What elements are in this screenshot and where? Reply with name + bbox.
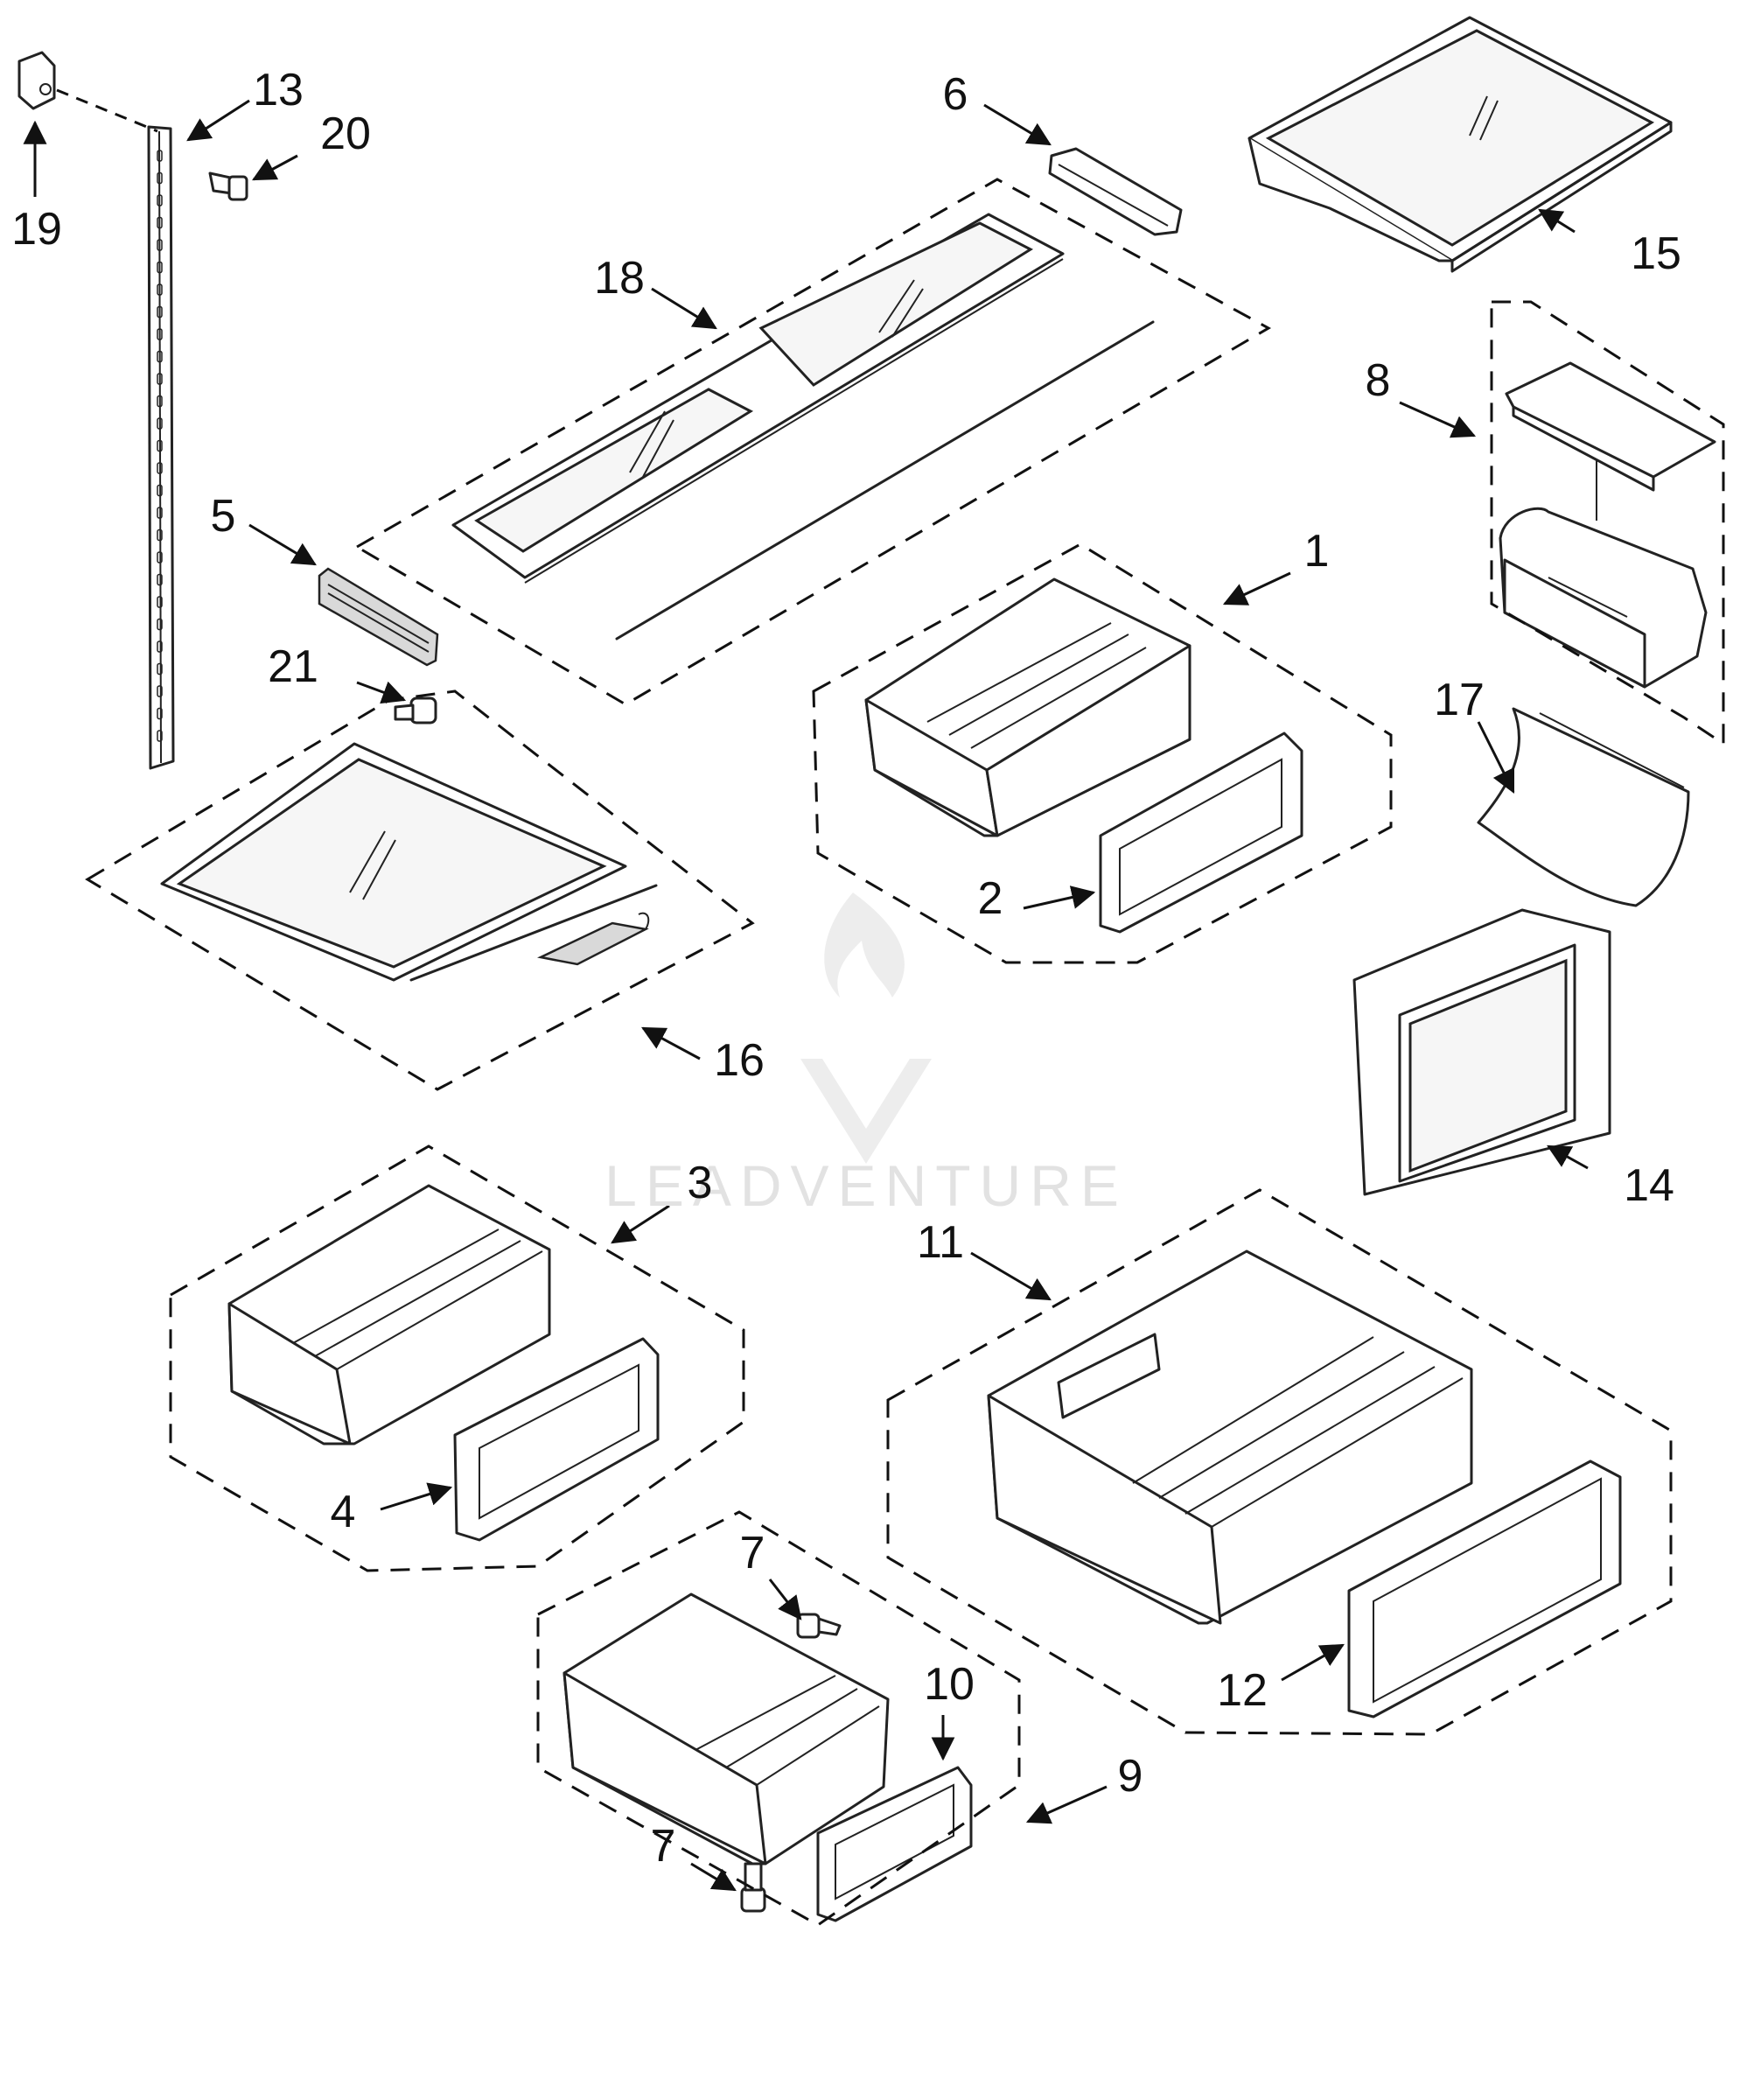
ladder-slot bbox=[157, 261, 163, 274]
ladder-slot bbox=[157, 239, 163, 251]
group-shelf-outline bbox=[85, 690, 755, 1091]
part-1-crisper bbox=[864, 578, 1191, 837]
ladder-slot bbox=[157, 439, 163, 452]
ladder-slot bbox=[157, 528, 163, 542]
ladder-slots bbox=[157, 150, 163, 742]
ladder-slot bbox=[157, 194, 163, 206]
watermark-logo bbox=[800, 892, 932, 1164]
ladder-slot bbox=[157, 305, 163, 318]
ladder-slot bbox=[157, 216, 163, 229]
ladder-slot bbox=[157, 373, 163, 385]
group-11-outline bbox=[886, 1188, 1673, 1736]
callout-11: 11 bbox=[917, 1217, 964, 1268]
leader-lines bbox=[23, 88, 1589, 1892]
ladder-slot bbox=[157, 573, 163, 586]
part-7-screw-upper bbox=[796, 1613, 842, 1639]
ladder-slot bbox=[157, 685, 163, 697]
callout-3: 3 bbox=[687, 1158, 713, 1208]
lower-glass-shelf bbox=[160, 742, 658, 982]
part-16-sensor bbox=[537, 912, 650, 966]
part-11-large-bin bbox=[987, 1250, 1473, 1625]
ladder-slot bbox=[157, 172, 163, 185]
part-10-drawer-front bbox=[816, 1766, 973, 1922]
ladder-slot bbox=[157, 284, 163, 296]
callout-7-lower: 7 bbox=[650, 1821, 676, 1872]
callout-19: 19 bbox=[11, 204, 62, 255]
callout-16: 16 bbox=[714, 1035, 765, 1086]
callout-21: 21 bbox=[268, 641, 318, 692]
callout-8: 8 bbox=[1365, 355, 1391, 406]
ladder-slot bbox=[157, 484, 163, 497]
group-8-outline bbox=[1490, 300, 1725, 746]
group-3-outline bbox=[169, 1144, 745, 1572]
callout-9: 9 bbox=[1117, 1751, 1143, 1802]
callout-14: 14 bbox=[1624, 1160, 1674, 1211]
ladder-slot bbox=[157, 395, 163, 408]
ladder-slot bbox=[157, 507, 163, 519]
part-20-screw bbox=[208, 172, 248, 201]
part-14-crisper-frame bbox=[1352, 908, 1611, 1196]
ladder-slot bbox=[157, 328, 163, 340]
part-19-end-cap bbox=[17, 51, 56, 110]
ladder-slot bbox=[157, 551, 163, 564]
part-2-drawer-front bbox=[1099, 732, 1303, 934]
callout-5: 5 bbox=[210, 491, 236, 542]
watermark-text: LEADVENTURE bbox=[604, 1153, 1128, 1218]
callout-2: 2 bbox=[977, 873, 1003, 924]
ladder-slot bbox=[157, 417, 163, 430]
ladder-slot bbox=[157, 707, 163, 720]
part-21-screw bbox=[394, 696, 437, 724]
part-8-bin bbox=[1499, 361, 1716, 689]
part-9-bin bbox=[563, 1592, 890, 1866]
group-9-outline bbox=[536, 1510, 1021, 1927]
part-4-drawer-front bbox=[453, 1337, 660, 1542]
callout-17: 17 bbox=[1434, 675, 1485, 725]
group-18-outline bbox=[354, 178, 1272, 706]
part-13-ladder-rail bbox=[147, 125, 175, 770]
callout-13: 13 bbox=[253, 65, 304, 116]
ladder-slot bbox=[157, 596, 163, 608]
ladder-slot bbox=[157, 662, 163, 676]
ladder-slot bbox=[157, 350, 163, 363]
part-18-glass-shelf bbox=[451, 213, 1155, 640]
callout-7-upper: 7 bbox=[739, 1528, 765, 1578]
ladder-slot bbox=[157, 462, 163, 474]
callout-6: 6 bbox=[942, 69, 968, 120]
part-12-drawer-front bbox=[1347, 1460, 1622, 1718]
callout-4: 4 bbox=[330, 1487, 356, 1537]
part-5-trim bbox=[318, 567, 439, 667]
callout-12: 12 bbox=[1217, 1665, 1268, 1716]
callout-1: 1 bbox=[1303, 526, 1330, 577]
callout-15: 15 bbox=[1631, 228, 1681, 279]
callout-20: 20 bbox=[320, 108, 371, 159]
ladder-slot bbox=[157, 640, 163, 653]
part-15-top-shelf bbox=[1247, 16, 1673, 273]
callout-10: 10 bbox=[924, 1659, 975, 1710]
group-1-outline bbox=[812, 542, 1393, 964]
part-3-crisper bbox=[227, 1184, 551, 1446]
ladder-slot bbox=[157, 618, 163, 631]
part-6-trim bbox=[1048, 147, 1183, 236]
part-17-cover bbox=[1477, 707, 1690, 907]
ladder-slot bbox=[157, 730, 163, 742]
callout-18: 18 bbox=[594, 253, 645, 304]
ladder-slot bbox=[157, 150, 163, 162]
